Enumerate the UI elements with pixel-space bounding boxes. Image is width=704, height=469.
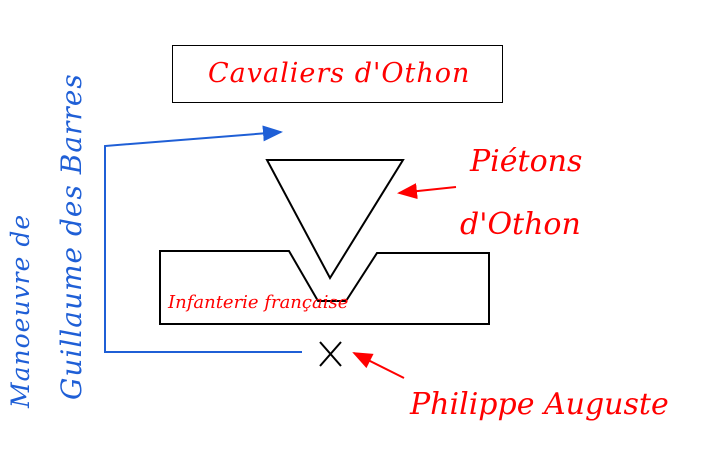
pietons-arrow xyxy=(397,183,457,200)
infanterie-label: Infanterie française xyxy=(168,292,349,313)
pietons-label-line2: d'Othon xyxy=(460,207,581,242)
othon-infantry-wedge xyxy=(265,159,405,281)
manoeuvre-label-line2: Guillaume des Barres xyxy=(55,73,88,400)
philippe-arrow xyxy=(352,352,405,379)
cavaliers-label: Cavaliers d'Othon xyxy=(208,58,471,89)
philippe-auguste-label: Philippe Auguste xyxy=(410,387,669,422)
title-box xyxy=(172,45,503,103)
french-infantry-shape xyxy=(159,250,490,325)
pietons-label: Piétons xyxy=(470,144,583,179)
x-mark-icon xyxy=(319,341,342,367)
manoeuvre-label: Manoeuvre de xyxy=(6,213,35,408)
manoeuvre-path-arrow xyxy=(104,125,302,353)
